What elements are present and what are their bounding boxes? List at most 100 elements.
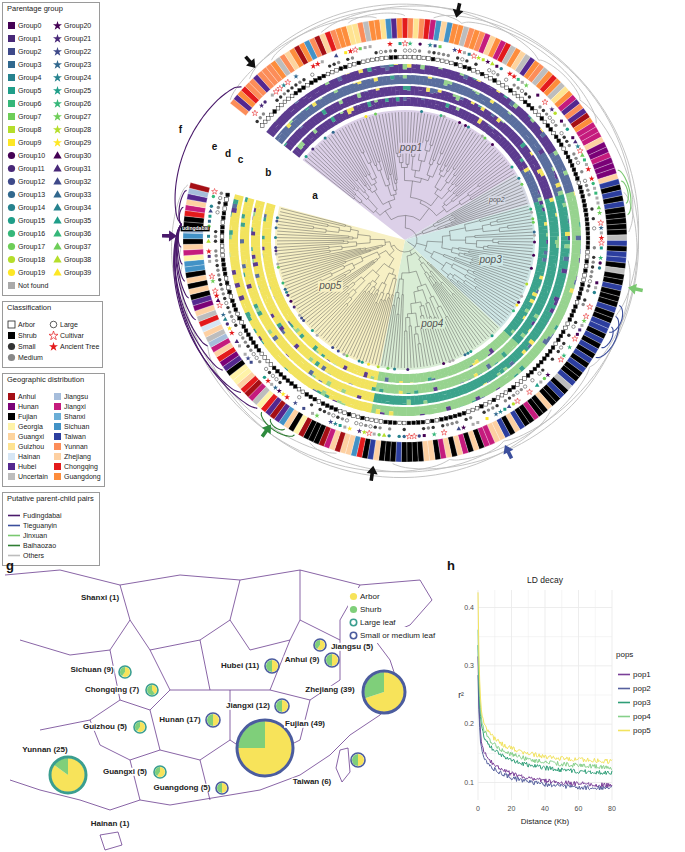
leaf-size-dot xyxy=(542,109,545,112)
ancestry-bar xyxy=(550,236,558,240)
habit-square xyxy=(440,59,444,63)
leaf-size-dot xyxy=(220,287,223,290)
leaf-size-dot xyxy=(232,319,235,322)
leaf-size-dot xyxy=(283,92,286,95)
ancestry-bar xyxy=(406,407,411,416)
parentage-symbol xyxy=(212,195,215,198)
ancestry-bar xyxy=(524,161,526,164)
habit-square xyxy=(399,55,403,59)
ancestry-bar xyxy=(243,272,245,277)
habit-square xyxy=(384,420,388,424)
parentage-symbol xyxy=(598,225,603,230)
ancient-star xyxy=(589,176,595,182)
leaf-size-dot xyxy=(504,399,507,402)
parentage-symbol xyxy=(476,55,481,60)
parentage-symbol xyxy=(328,419,333,424)
parentage-symbol xyxy=(293,74,298,79)
leaf-size-dot xyxy=(264,367,267,370)
tip-dot xyxy=(529,208,532,211)
parentage-symbol xyxy=(293,400,298,405)
ancient-star xyxy=(214,293,220,299)
ancestry-bar xyxy=(229,243,238,248)
leaf-size-dot xyxy=(528,95,531,98)
leaf-size-dot xyxy=(455,421,458,424)
ancestry-bar xyxy=(407,64,412,68)
habit-square xyxy=(388,421,392,425)
parentage-symbol xyxy=(245,355,250,360)
leaf-size-dot xyxy=(565,140,568,143)
habit-square xyxy=(330,406,334,410)
ancestry-bar xyxy=(555,240,559,244)
ancestry-bar xyxy=(561,236,568,241)
leaf-size-dot xyxy=(364,424,367,427)
habit-square xyxy=(301,390,305,394)
ancestry-bar xyxy=(555,213,557,218)
ancestry-bar xyxy=(398,64,403,73)
leaf-size-dot xyxy=(587,193,590,196)
ancestry-bar xyxy=(406,396,411,400)
ancestry-bar xyxy=(406,374,410,383)
ancestry-bar xyxy=(579,254,581,259)
habit-square xyxy=(449,415,453,419)
tip-dot xyxy=(281,282,284,285)
habit-square xyxy=(581,283,585,287)
habit-square xyxy=(375,57,379,61)
leaf-size-dot xyxy=(508,396,511,399)
parentage-symbol xyxy=(472,423,475,426)
habit-square xyxy=(564,151,568,155)
leaf-size-dot xyxy=(567,334,570,337)
habit-square xyxy=(223,267,227,271)
habit-square xyxy=(454,62,458,66)
habit-square xyxy=(348,64,352,68)
habit-square xyxy=(221,253,225,257)
leaf-size-dot xyxy=(228,310,231,313)
parentage-symbol xyxy=(402,435,405,438)
parentage-symbol xyxy=(280,391,285,396)
leaf-size-dot xyxy=(311,73,314,76)
habit-square xyxy=(220,244,224,248)
ancestry-bar xyxy=(548,317,550,321)
population-sectors xyxy=(275,110,535,370)
ancestry-bar xyxy=(451,70,456,71)
habit-square xyxy=(407,421,411,425)
ancestry-bar xyxy=(396,101,400,106)
tip-dot xyxy=(483,137,486,140)
habit-square xyxy=(572,309,576,313)
leaf-size-dot xyxy=(217,206,220,209)
cultivar-star xyxy=(366,430,372,436)
parentage-symbol xyxy=(377,433,380,436)
habit-square xyxy=(577,296,581,300)
tip-dot xyxy=(274,249,277,252)
ancestry-bar xyxy=(568,253,569,258)
leaf-size-dot xyxy=(418,49,421,52)
ancestry-bar xyxy=(411,68,416,73)
ancestry-bar xyxy=(399,76,404,84)
habit-square xyxy=(276,106,280,110)
tip-dot xyxy=(300,316,303,319)
tip-dot xyxy=(276,216,279,219)
leaf-size-dot xyxy=(310,403,313,406)
cultivar-star xyxy=(542,99,548,105)
ancestry-bar xyxy=(399,97,403,106)
parentage-symbol xyxy=(271,94,274,97)
habit-square xyxy=(224,202,228,206)
habit-square xyxy=(226,286,230,290)
habit-square xyxy=(287,97,291,101)
parentage-symbol xyxy=(364,46,367,49)
leaf-size-dot xyxy=(538,372,541,375)
leaf-size-dot xyxy=(275,378,278,381)
habit-square xyxy=(435,418,439,422)
habit-square xyxy=(537,113,541,117)
ancient-star xyxy=(585,166,591,172)
ancestry-bar xyxy=(479,385,483,387)
parentage-symbol xyxy=(216,298,221,302)
tip-dot xyxy=(530,211,533,214)
habit-square xyxy=(343,411,347,415)
habit-square xyxy=(574,172,578,176)
habit-square xyxy=(394,55,398,59)
parentage-symbol xyxy=(591,182,594,185)
ancestry-bar xyxy=(438,67,443,69)
habit-square xyxy=(453,414,457,418)
habit-square xyxy=(220,235,224,239)
leaf-size-dot xyxy=(559,346,562,349)
